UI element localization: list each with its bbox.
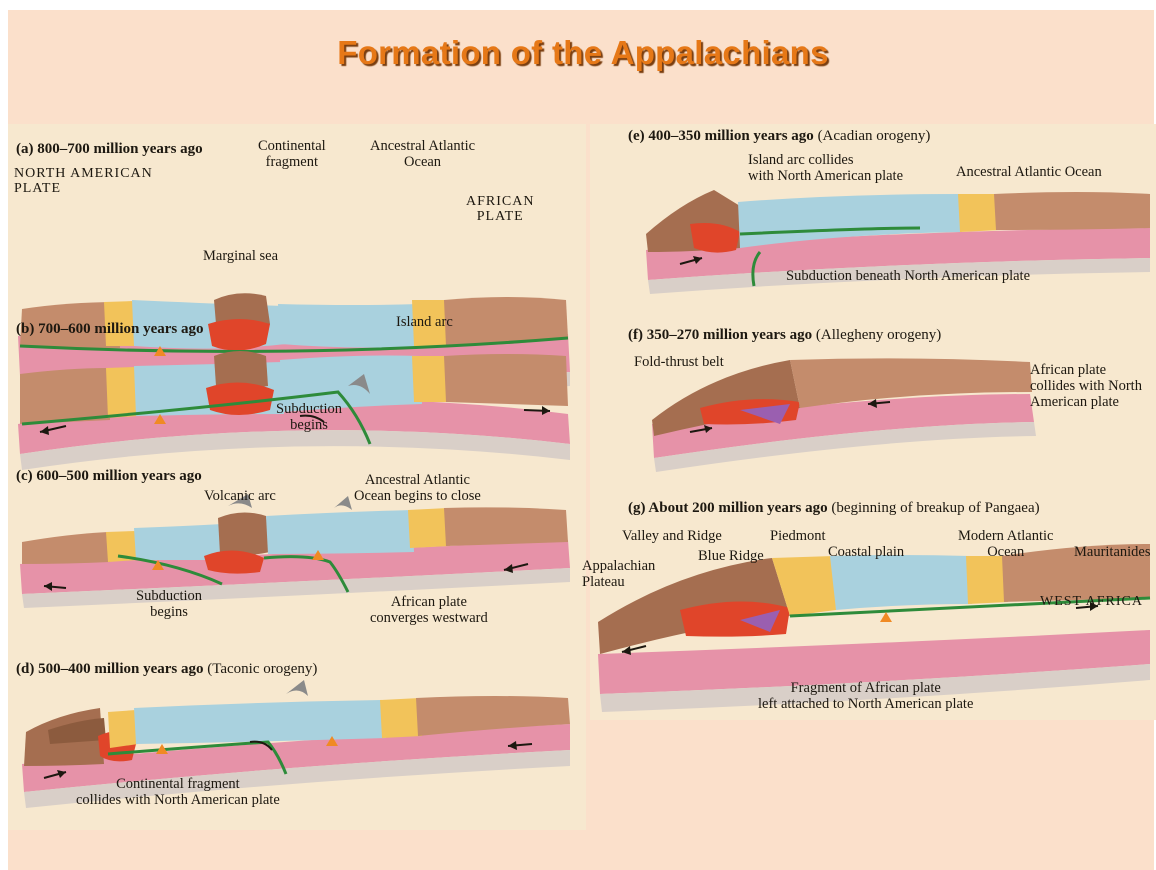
label-fragment-left-attached: Fragment of African plate left attached … [758, 680, 973, 712]
stage-e-heading: (e) 400–350 million years ago (Acadian o… [628, 128, 930, 145]
label-fold-thrust-belt: Fold-thrust belt [634, 354, 724, 370]
label-subduction-beneath: Subduction beneath North American plate [786, 268, 1030, 284]
stage-c-heading-text: (c) 600–500 million years ago [16, 468, 202, 484]
label-modern-atlantic-ocean: Modern Atlantic Ocean [958, 528, 1053, 560]
stage-e-heading-text: (e) 400–350 million years ago [628, 128, 814, 144]
stage-a-heading: (a) 800–700 million years ago [16, 141, 203, 158]
diagram-panel-right: (e) 400–350 million years ago (Acadian o… [590, 124, 1156, 720]
label-ancestral-atlantic-ocean: Ancestral Atlantic Ocean [370, 138, 475, 170]
stage-a-heading-text: (a) 800–700 million years ago [16, 141, 203, 157]
stage-g-heading-text: (g) About 200 million years ago [628, 500, 828, 516]
label-volcanic-arc: Volcanic arc [204, 488, 276, 504]
label-african-plate-converges: African plate converges westward [370, 594, 488, 626]
label-appalachian-plateau: Appalachian Plateau [582, 558, 655, 590]
stage-c-heading: (c) 600–500 million years ago [16, 468, 202, 485]
stage-c-cross-section [20, 494, 570, 608]
label-fragment-collides: Continental fragment collides with North… [76, 776, 280, 808]
label-north-american-plate: NORTH AMERICAN PLATE [14, 166, 153, 196]
stage-d-heading-text: (d) 500–400 million years ago [16, 661, 204, 677]
stage-f-heading-text: (f) 350–270 million years ago [628, 327, 812, 343]
label-marginal-sea: Marginal sea [203, 248, 278, 264]
label-island-arc: Island arc [396, 314, 453, 330]
stage-g-heading-note: (beginning of breakup of Pangaea) [831, 500, 1039, 516]
label-african-plate-collides: African plate collides with North Americ… [1030, 362, 1142, 410]
label-valley-and-ridge: Valley and Ridge [622, 528, 722, 544]
stage-b-heading-text: (b) 700–600 million years ago [16, 321, 204, 337]
stage-b-heading: (b) 700–600 million years ago [16, 321, 204, 338]
stage-f-cross-section [652, 358, 1036, 472]
label-subduction-begins-c: Subduction begins [136, 588, 202, 620]
label-ocean-begins-to-close: Ancestral Atlantic Ocean begins to close [354, 472, 481, 504]
label-continental-fragment: Continental fragment [258, 138, 326, 170]
stage-f-heading-note: (Allegheny orogeny) [816, 327, 941, 343]
label-island-arc-collides: Island arc collides with North American … [748, 152, 903, 184]
slide-title: Formation of the Appalachians [0, 34, 1156, 72]
stage-g-heading: (g) About 200 million years ago (beginni… [628, 500, 1040, 517]
label-west-africa: WEST AFRICA [1040, 594, 1143, 609]
label-blue-ridge: Blue Ridge [698, 548, 764, 564]
diagram-panel-left: (a) 800–700 million years ago NORTH AMER… [8, 124, 586, 830]
label-african-plate: AFRICAN PLATE [466, 194, 534, 224]
label-ancestral-atlantic-ocean-e: Ancestral Atlantic Ocean [956, 164, 1102, 180]
stage-f-heading: (f) 350–270 million years ago (Allegheny… [628, 327, 941, 344]
label-mauritanides: Mauritanides [1074, 544, 1151, 560]
stage-d-heading-note: (Taconic orogeny) [207, 661, 317, 677]
label-piedmont: Piedmont [770, 528, 826, 544]
label-coastal-plain: Coastal plain [828, 544, 904, 560]
stage-e-heading-note: (Acadian orogeny) [818, 128, 931, 144]
panel-right-drawing [590, 124, 1156, 720]
stage-d-heading: (d) 500–400 million years ago (Taconic o… [16, 661, 317, 678]
label-subduction-begins-b: Subduction begins [276, 401, 342, 433]
